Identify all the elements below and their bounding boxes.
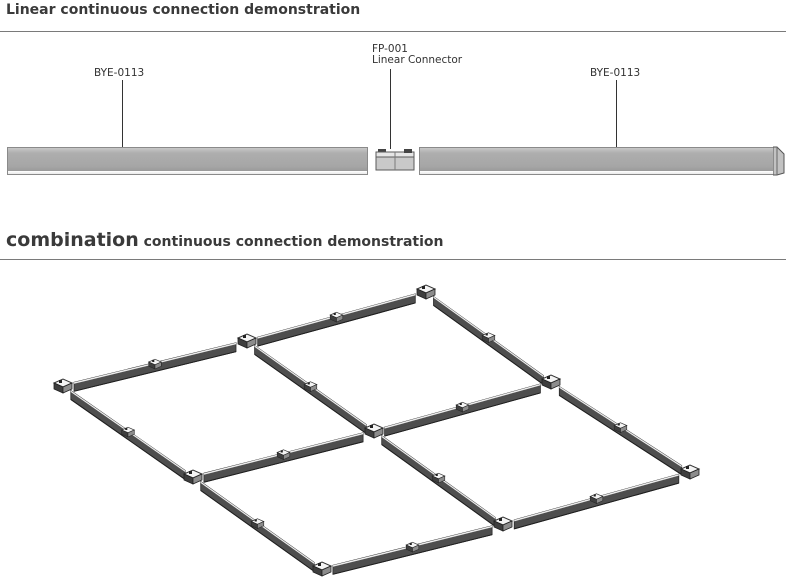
connector-name-label: Linear Connector	[372, 54, 463, 66]
grid-beam-edge	[559, 394, 682, 476]
combination-section-divider	[0, 259, 786, 260]
connector-callout: FP-001 Linear Connector	[372, 44, 462, 66]
grid-node-connector	[541, 374, 561, 390]
combination-title-rest: continuous connection demonstration	[138, 234, 444, 250]
combination-grid-diagram	[53, 284, 700, 577]
grid-node-connector	[416, 284, 436, 300]
grid-beam-edge	[257, 302, 416, 347]
grid-beam-edge	[514, 482, 679, 530]
linear-connector-part	[375, 149, 415, 171]
grid-node-connector	[680, 464, 700, 480]
grid-beam-edge	[203, 441, 364, 483]
grid-beam-edge	[433, 304, 544, 386]
combination-title-emphasis: combination	[6, 229, 139, 251]
right-product-leader	[616, 80, 617, 147]
left-product-leader	[122, 80, 123, 147]
grid-node-connector	[183, 469, 203, 485]
right-product-label: BYE-0113	[590, 67, 641, 79]
left-product-label: BYE-0113	[94, 67, 145, 79]
grid-beam-edge	[70, 399, 186, 480]
grid-node-connector	[364, 423, 384, 439]
right-linear-profile	[419, 147, 777, 175]
combination-section-title: combination continuous connection demons…	[6, 229, 443, 251]
grid-beam-edge	[200, 490, 315, 572]
right-profile-end-cap	[773, 146, 785, 176]
connector-code-label: FP-001	[372, 43, 408, 55]
grid-beam-edge	[384, 392, 541, 437]
grid-beam-edge	[332, 534, 493, 575]
grid-node-connector	[493, 516, 513, 532]
grid-connector-joints	[53, 284, 700, 577]
left-linear-profile	[7, 147, 368, 175]
grid-node-connector	[53, 378, 73, 394]
grid-beam-edge	[73, 351, 237, 392]
grid-beam-edge	[381, 444, 496, 527]
grid-beam-edge	[254, 353, 367, 435]
grid-node-connector	[237, 333, 257, 349]
linear-section-divider	[0, 31, 786, 32]
linear-section-title: Linear continuous connection demonstrati…	[6, 2, 361, 18]
grid-node-connector	[312, 561, 332, 577]
connector-leader	[390, 69, 391, 149]
